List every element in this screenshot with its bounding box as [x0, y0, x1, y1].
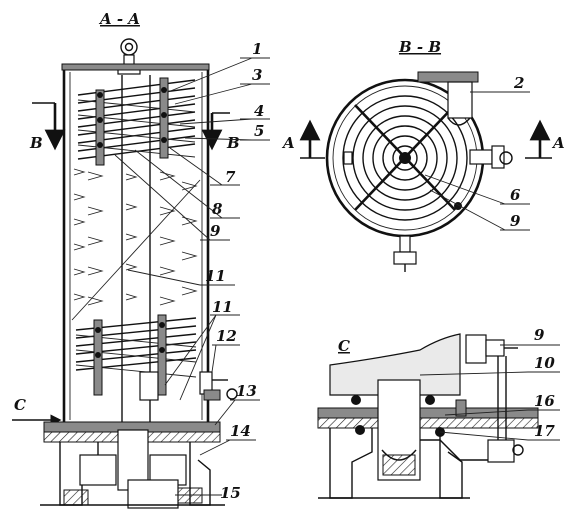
callout-9-bb: 9: [510, 212, 521, 230]
callout-13: 17: [534, 422, 555, 440]
inlet-c: C: [12, 396, 62, 426]
detail-c-title: C: [338, 337, 350, 355]
section-aa-view: A - A: [12, 10, 270, 509]
drain-valve: [199, 371, 238, 401]
callout-8: 8: [212, 200, 223, 218]
lower-coil-bundle: [75, 314, 197, 401]
callout-7: 7: [225, 168, 236, 186]
section-a-left-label: A: [281, 134, 295, 152]
bb-drain: [393, 235, 417, 272]
callout-5: 5: [254, 122, 264, 140]
callout-9-main: 9: [210, 222, 221, 240]
section-b-left-label: B: [29, 134, 43, 152]
detail-c-body: [317, 333, 539, 499]
section-bb-title: B - B: [398, 38, 441, 56]
vessel-shell: [61, 63, 210, 425]
callouts-main: 1 3 4 5 7 8 9 11 11 12 13 14 15: [114, 40, 270, 502]
bb-valve: [469, 145, 513, 169]
detail-c-view: C 9 10: [317, 326, 560, 499]
section-a-markers: A A: [281, 119, 565, 159]
callouts-bb: 2 6 9: [424, 74, 530, 231]
callout-14: 11: [212, 298, 233, 316]
callout-17: 14: [230, 422, 251, 440]
section-b-markers: B B: [29, 102, 240, 152]
section-bb-view: B - B: [281, 38, 565, 272]
section-a-right-label: A: [551, 134, 565, 152]
callout-12: 16: [534, 392, 555, 410]
inlet-c-label: C: [14, 396, 26, 414]
callout-15: 12: [216, 327, 237, 345]
section-b-right-label: B: [226, 134, 240, 152]
callout-3: 3: [252, 66, 262, 84]
base-assembly: [40, 421, 225, 509]
callout-11-c: 10: [534, 354, 555, 372]
callout-20: 15: [220, 484, 241, 502]
upper-coil-bundle: [77, 77, 196, 166]
callout-4: 4: [254, 102, 264, 120]
callout-10: 9: [534, 326, 545, 344]
section-aa-title: A - A: [98, 10, 140, 28]
callout-1: 1: [252, 40, 262, 58]
callout-16: 13: [236, 382, 257, 400]
bb-outlet-pipe: [417, 71, 479, 126]
callout-11-main: 11: [205, 267, 226, 285]
middle-fin-region: [71, 168, 201, 321]
callout-2: 2: [513, 74, 524, 92]
callouts-c: 9 10 16 17: [419, 326, 560, 441]
callout-6: 6: [510, 186, 521, 204]
